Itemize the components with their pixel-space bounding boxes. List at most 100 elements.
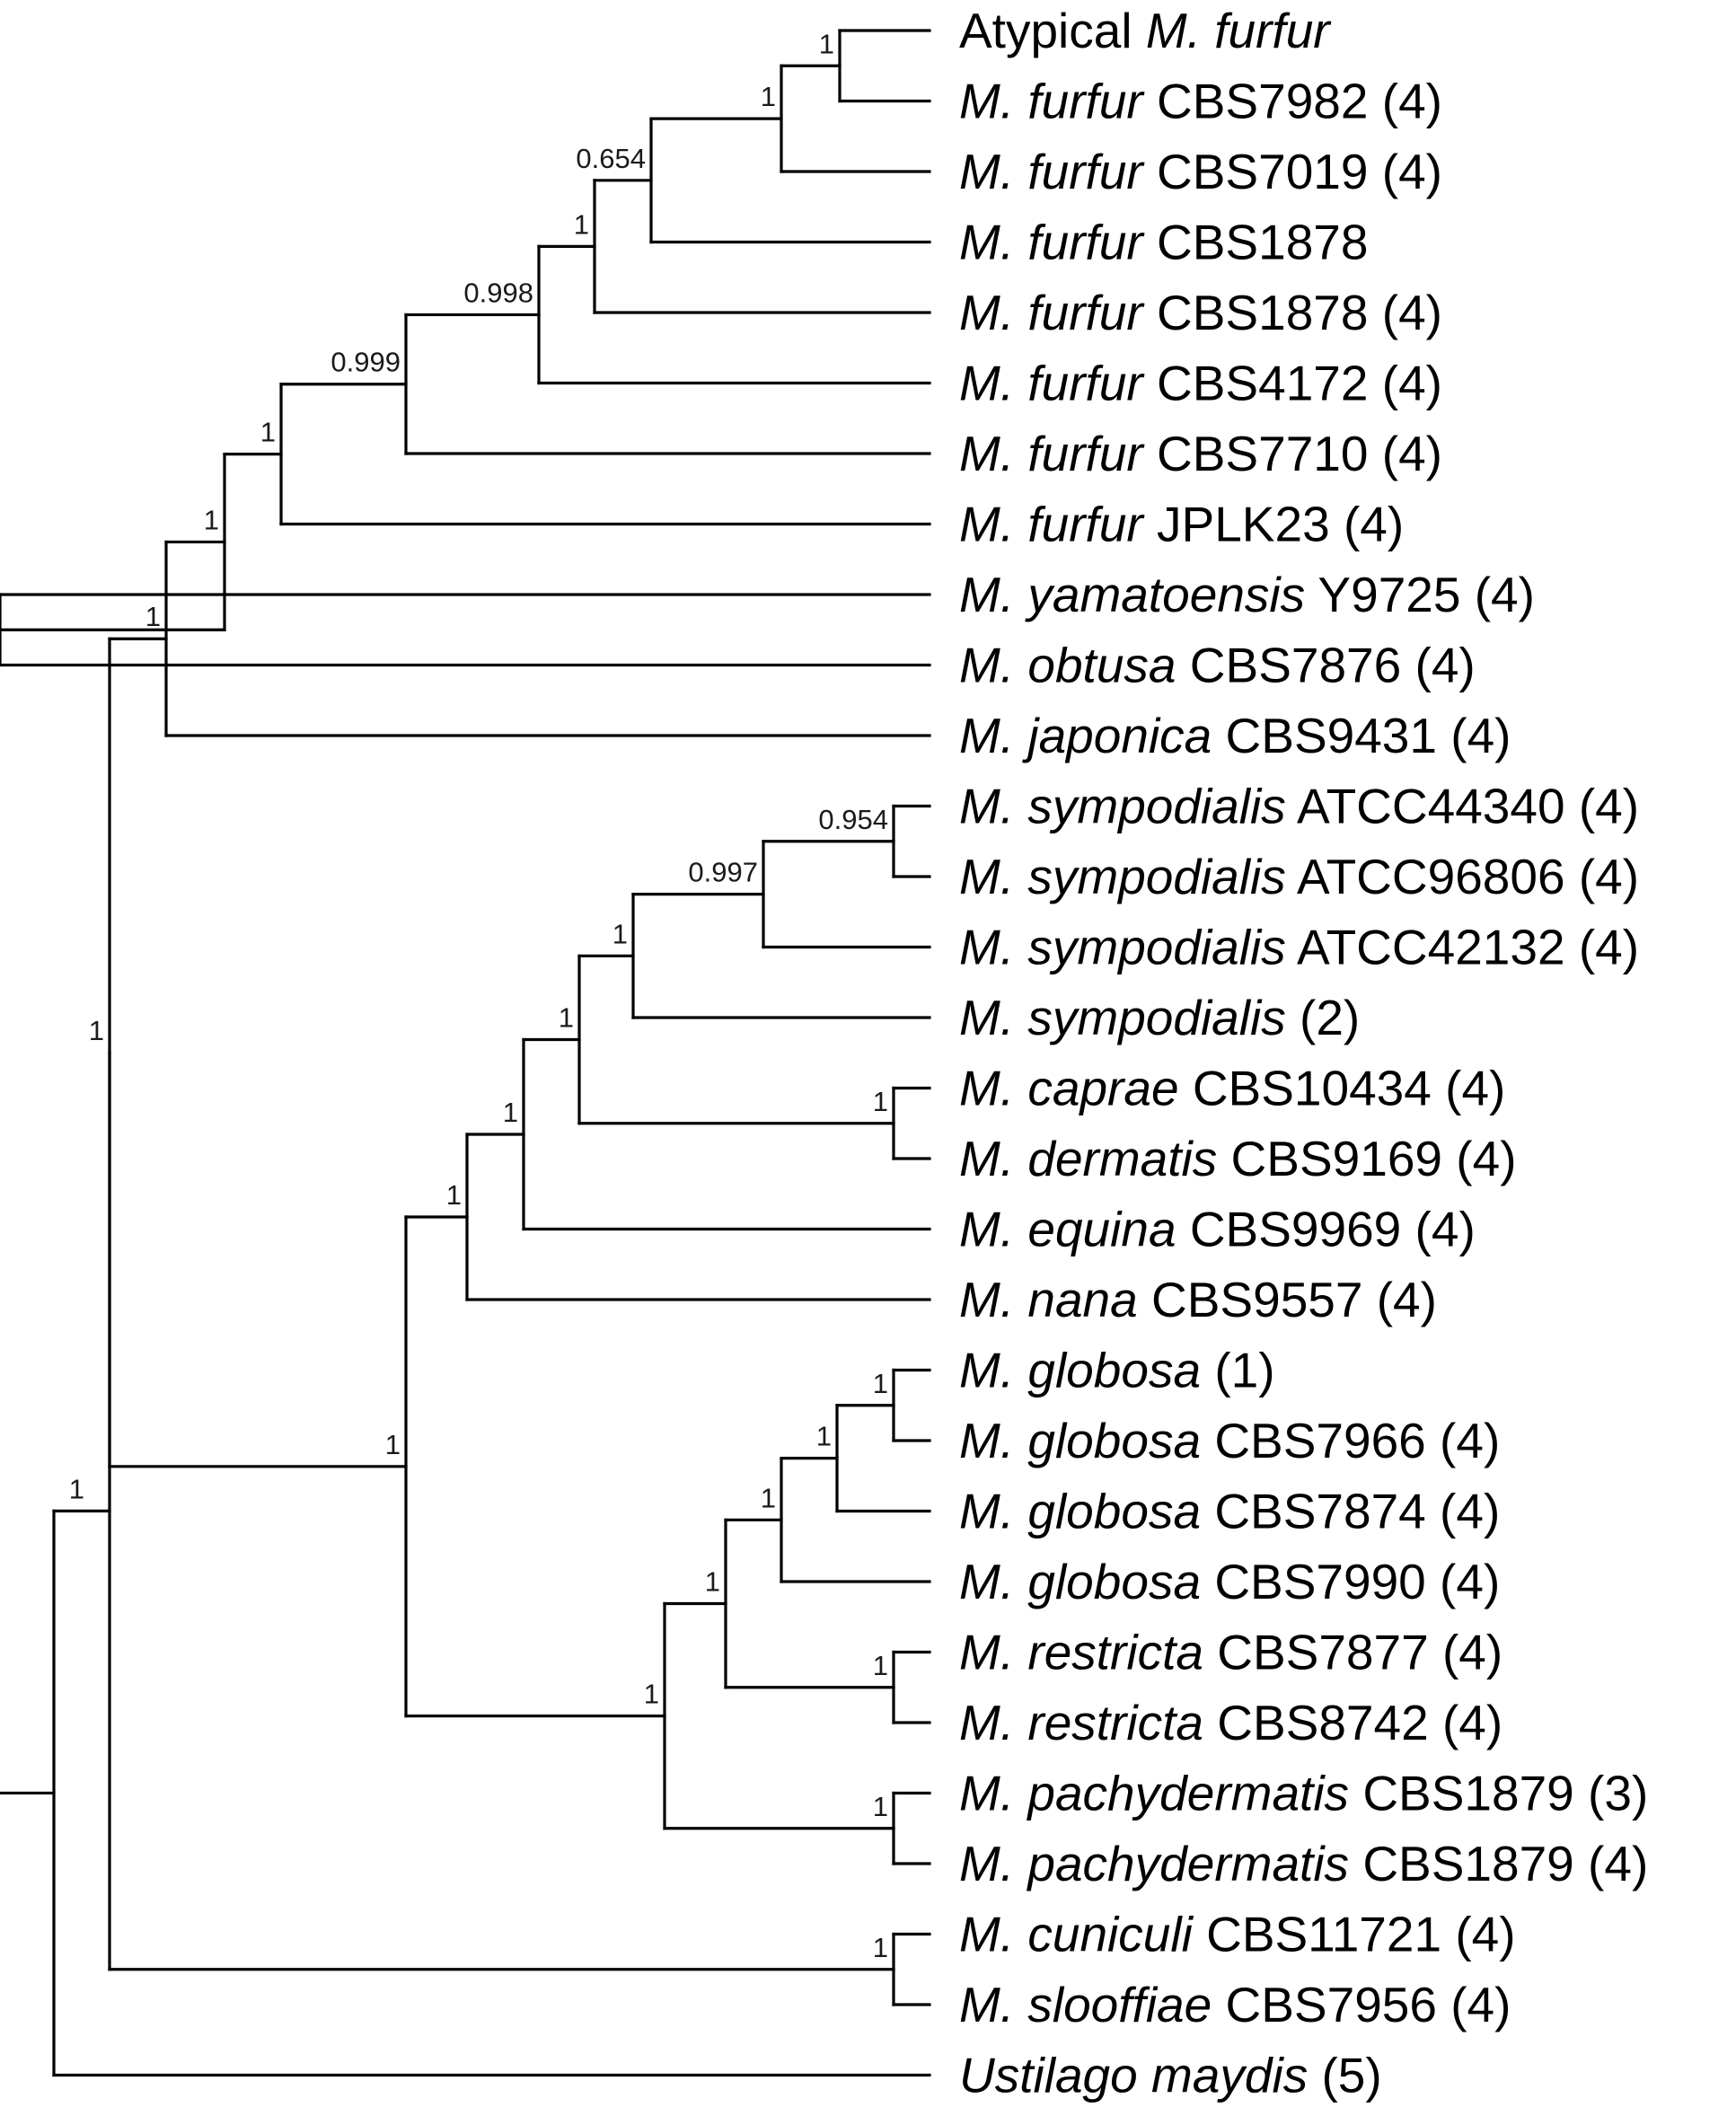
leaf-strain: CBS1878	[1143, 215, 1369, 270]
leaf-taxon-name: M. furfur	[959, 285, 1145, 340]
leaf-strain: CBS1879 (4)	[1349, 1836, 1648, 1891]
leaf-label: M. furfur CBS7019 (4)	[959, 144, 1442, 199]
leaf-strain: (5)	[1308, 2048, 1382, 2103]
leaf-strain: CBS10434 (4)	[1179, 1061, 1506, 1116]
leaf-strain: CBS7877 (4)	[1203, 1625, 1502, 1680]
leaf-strain: CBS4172 (4)	[1143, 356, 1442, 411]
leaf-label: M. pachydermatis CBS1879 (3)	[959, 1766, 1648, 1821]
support-value: 1	[559, 1002, 574, 1034]
leaf-strain: ATCC42132 (4)	[1286, 920, 1639, 975]
leaf-strain: CBS9557 (4)	[1138, 1272, 1437, 1327]
leaf-strain: (1)	[1201, 1343, 1275, 1398]
leaf-taxon-name: M. obtusa	[959, 638, 1176, 693]
support-value: 1	[446, 1179, 462, 1211]
support-value: 1	[89, 1015, 104, 1046]
support-value: 1	[819, 28, 834, 59]
support-value: 1	[873, 1368, 888, 1399]
support-value: 1	[873, 1932, 888, 1963]
leaf-taxon-name: M. globosa	[959, 1484, 1201, 1539]
leaf-taxon-name: M. sympodialis	[959, 990, 1286, 1045]
support-value: 1	[816, 1421, 832, 1452]
tree-branches	[0, 29, 931, 2077]
leaf-taxon-name: M. equina	[959, 1202, 1176, 1257]
leaf-label: M. globosa CBS7874 (4)	[959, 1484, 1500, 1539]
leaf-label: M. furfur CBS7710 (4)	[959, 426, 1442, 481]
support-value: 1	[260, 417, 276, 448]
leaf-taxon-name: M. cuniculi	[959, 1907, 1194, 1962]
leaf-strain: CBS1878 (4)	[1143, 285, 1442, 340]
leaf-label: M. furfur CBS1878 (4)	[959, 285, 1442, 340]
support-value: 1	[873, 1650, 888, 1681]
leaf-taxon-name: M. nana	[959, 1272, 1138, 1327]
support-value: 1	[574, 208, 589, 240]
leaf-label: M. obtusa CBS7876 (4)	[959, 638, 1476, 693]
leaf-taxon-name: M. furfur	[959, 144, 1145, 199]
leaf-strain: CBS7876 (4)	[1176, 638, 1476, 693]
leaf-taxon-name: M. restricta	[959, 1695, 1203, 1750]
leaf-strain: CBS9969 (4)	[1176, 1202, 1476, 1257]
leaf-taxon-name: M. furfur	[1146, 3, 1332, 58]
support-value: 0.999	[330, 347, 401, 378]
leaf-label: M. equina CBS9969 (4)	[959, 1202, 1476, 1257]
leaf-taxon-name: M. pachydermatis	[959, 1766, 1349, 1821]
support-value: 1	[761, 81, 776, 112]
leaf-label: M. globosa CBS7990 (4)	[959, 1554, 1500, 1609]
support-value: 1	[761, 1482, 776, 1513]
leaf-strain: CBS7019 (4)	[1143, 144, 1442, 199]
leaf-strain: CBS7874 (4)	[1201, 1484, 1500, 1539]
leaf-label: Ustilago maydis (5)	[959, 2048, 1382, 2103]
leaf-strain: CBS8742 (4)	[1203, 1695, 1502, 1750]
leaf-taxon-name: Ustilago maydis	[959, 2048, 1308, 2103]
leaf-prefix: Atypical	[959, 3, 1146, 58]
leaf-taxon-name: M. sympodialis	[959, 849, 1286, 904]
support-values: 111110.9990.99810.654111111110.9970.9541…	[69, 28, 888, 1963]
leaf-label: Atypical M. furfur	[959, 3, 1332, 58]
leaf-label: M. yamatoensis Y9725 (4)	[959, 567, 1535, 622]
leaf-taxon-name: M. furfur	[959, 74, 1145, 129]
leaf-taxon-name: M. globosa	[959, 1413, 1201, 1468]
leaf-label: M. dermatis CBS9169 (4)	[959, 1131, 1517, 1186]
leaf-taxon-name: M. furfur	[959, 426, 1145, 481]
leaf-label: M. sympodialis ATCC42132 (4)	[959, 920, 1639, 975]
support-value: 1	[873, 1791, 888, 1822]
leaf-taxon-name: M. japonica	[959, 708, 1212, 763]
support-value: 0.954	[818, 804, 888, 835]
leaf-label: M. restricta CBS8742 (4)	[959, 1695, 1502, 1750]
leaf-strain: Y9725 (4)	[1305, 567, 1535, 622]
leaf-label: M. globosa (1)	[959, 1343, 1275, 1398]
leaf-strain: (2)	[1286, 990, 1361, 1045]
leaf-label: M. slooffiae CBS7956 (4)	[959, 1977, 1511, 2032]
leaf-strain: ATCC44340 (4)	[1286, 779, 1639, 834]
leaf-strain: CBS9431 (4)	[1212, 708, 1511, 763]
leaf-label: M. furfur CBS4172 (4)	[959, 356, 1442, 411]
support-value: 1	[705, 1566, 720, 1598]
leaf-taxon-name: M. caprae	[959, 1061, 1179, 1116]
leaf-strain: CBS11721 (4)	[1193, 1907, 1516, 1962]
support-value: 1	[644, 1679, 659, 1710]
support-value: 1	[69, 1473, 84, 1504]
leaf-taxon-name: M. furfur	[959, 497, 1145, 552]
leaf-taxon-name: M. dermatis	[959, 1131, 1217, 1186]
leaf-strain: CBS7982 (4)	[1143, 74, 1442, 129]
support-value: 1	[612, 918, 628, 949]
leaf-taxon-name: M. slooffiae	[959, 1977, 1212, 2032]
leaf-strain: CBS7956 (4)	[1212, 1977, 1511, 2032]
leaf-taxon-name: M. yamatoensis	[959, 567, 1305, 622]
support-value: 0.654	[576, 143, 646, 174]
leaf-label: M. cuniculi CBS11721 (4)	[959, 1907, 1516, 1962]
leaf-label: M. furfur CBS7982 (4)	[959, 74, 1442, 129]
leaf-label: M. sympodialis ATCC44340 (4)	[959, 779, 1639, 834]
support-value: 1	[873, 1086, 888, 1117]
leaf-label: M. pachydermatis CBS1879 (4)	[959, 1836, 1648, 1891]
support-value: 1	[204, 504, 219, 535]
leaf-label: M. japonica CBS9431 (4)	[959, 708, 1511, 763]
leaf-strain: CBS7966 (4)	[1201, 1413, 1500, 1468]
leaf-label: M. sympodialis (2)	[959, 990, 1360, 1045]
leaf-label: M. caprae CBS10434 (4)	[959, 1061, 1505, 1116]
leaf-label: M. nana CBS9557 (4)	[959, 1272, 1437, 1327]
leaf-taxon-name: M. sympodialis	[959, 779, 1286, 834]
support-value: 0.997	[688, 857, 758, 888]
leaf-strain: ATCC96806 (4)	[1286, 849, 1639, 904]
